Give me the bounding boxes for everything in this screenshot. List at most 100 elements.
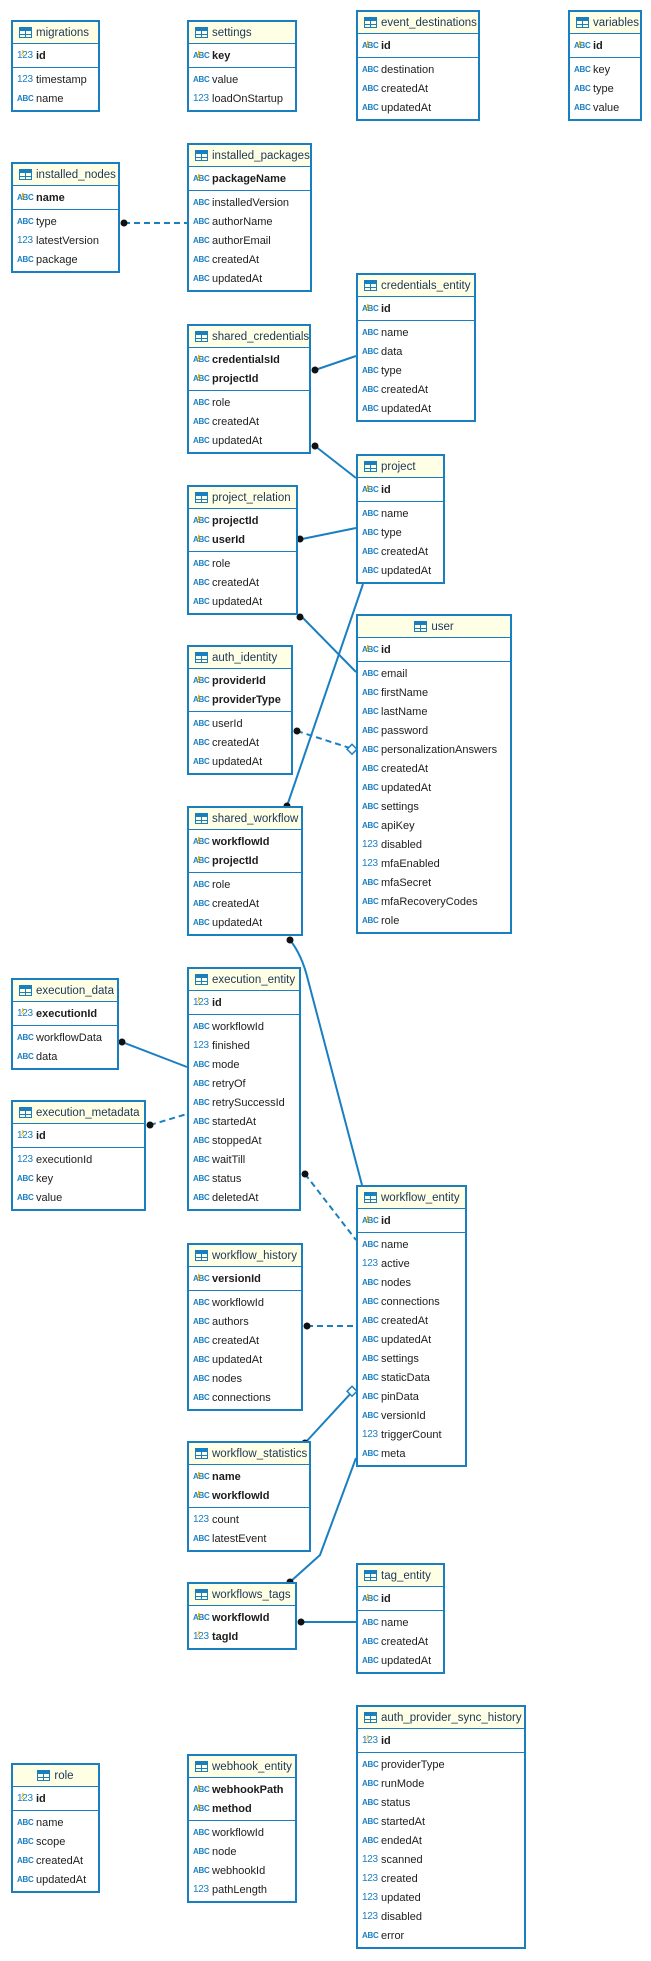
relation-project-relation-user[interactable] <box>301 616 357 673</box>
primary-key-column[interactable]: ABC⚷packageName <box>189 169 310 188</box>
primary-key-column[interactable]: ABC⚷userId <box>189 530 296 549</box>
primary-key-column[interactable]: ABC⚷projectId <box>189 511 296 530</box>
table-header[interactable]: settings <box>189 22 295 44</box>
primary-key-column[interactable]: ABC⚷id <box>358 1589 443 1608</box>
primary-key-column[interactable]: 123⚷id <box>189 993 299 1012</box>
primary-key-column[interactable]: ABC⚷key <box>189 46 295 65</box>
primary-key-column[interactable]: ABC⚷name <box>189 1467 309 1486</box>
primary-key-column[interactable]: ABC⚷projectId <box>189 369 309 388</box>
table-header[interactable]: event_destinations <box>358 12 478 34</box>
table-header[interactable]: project <box>358 456 443 478</box>
primary-key-column[interactable]: ABC⚷webhookPath <box>189 1780 295 1799</box>
table-header[interactable]: credentials_entity <box>358 275 474 297</box>
primary-key-column[interactable]: ABC⚷workflowId <box>189 1608 295 1627</box>
table-header[interactable]: webhook_entity <box>189 1756 295 1778</box>
primary-key-column[interactable]: ABC⚷id <box>358 1211 465 1230</box>
table-header[interactable]: execution_data <box>13 980 117 1002</box>
primary-key-column[interactable]: ABC⚷name <box>13 188 118 207</box>
primary-key-column[interactable]: ABC⚷providerId <box>189 671 291 690</box>
primary-key-column[interactable]: ABC⚷id <box>570 36 640 55</box>
table-header[interactable]: user <box>358 616 510 638</box>
relation-shared-credentials-project[interactable] <box>314 445 357 479</box>
table-header[interactable]: execution_entity <box>189 969 299 991</box>
relation-auth-identity-user[interactable] <box>296 730 357 751</box>
primary-key-column[interactable]: ABC⚷providerType <box>189 690 291 709</box>
relation-project-relation-project[interactable] <box>301 527 357 540</box>
